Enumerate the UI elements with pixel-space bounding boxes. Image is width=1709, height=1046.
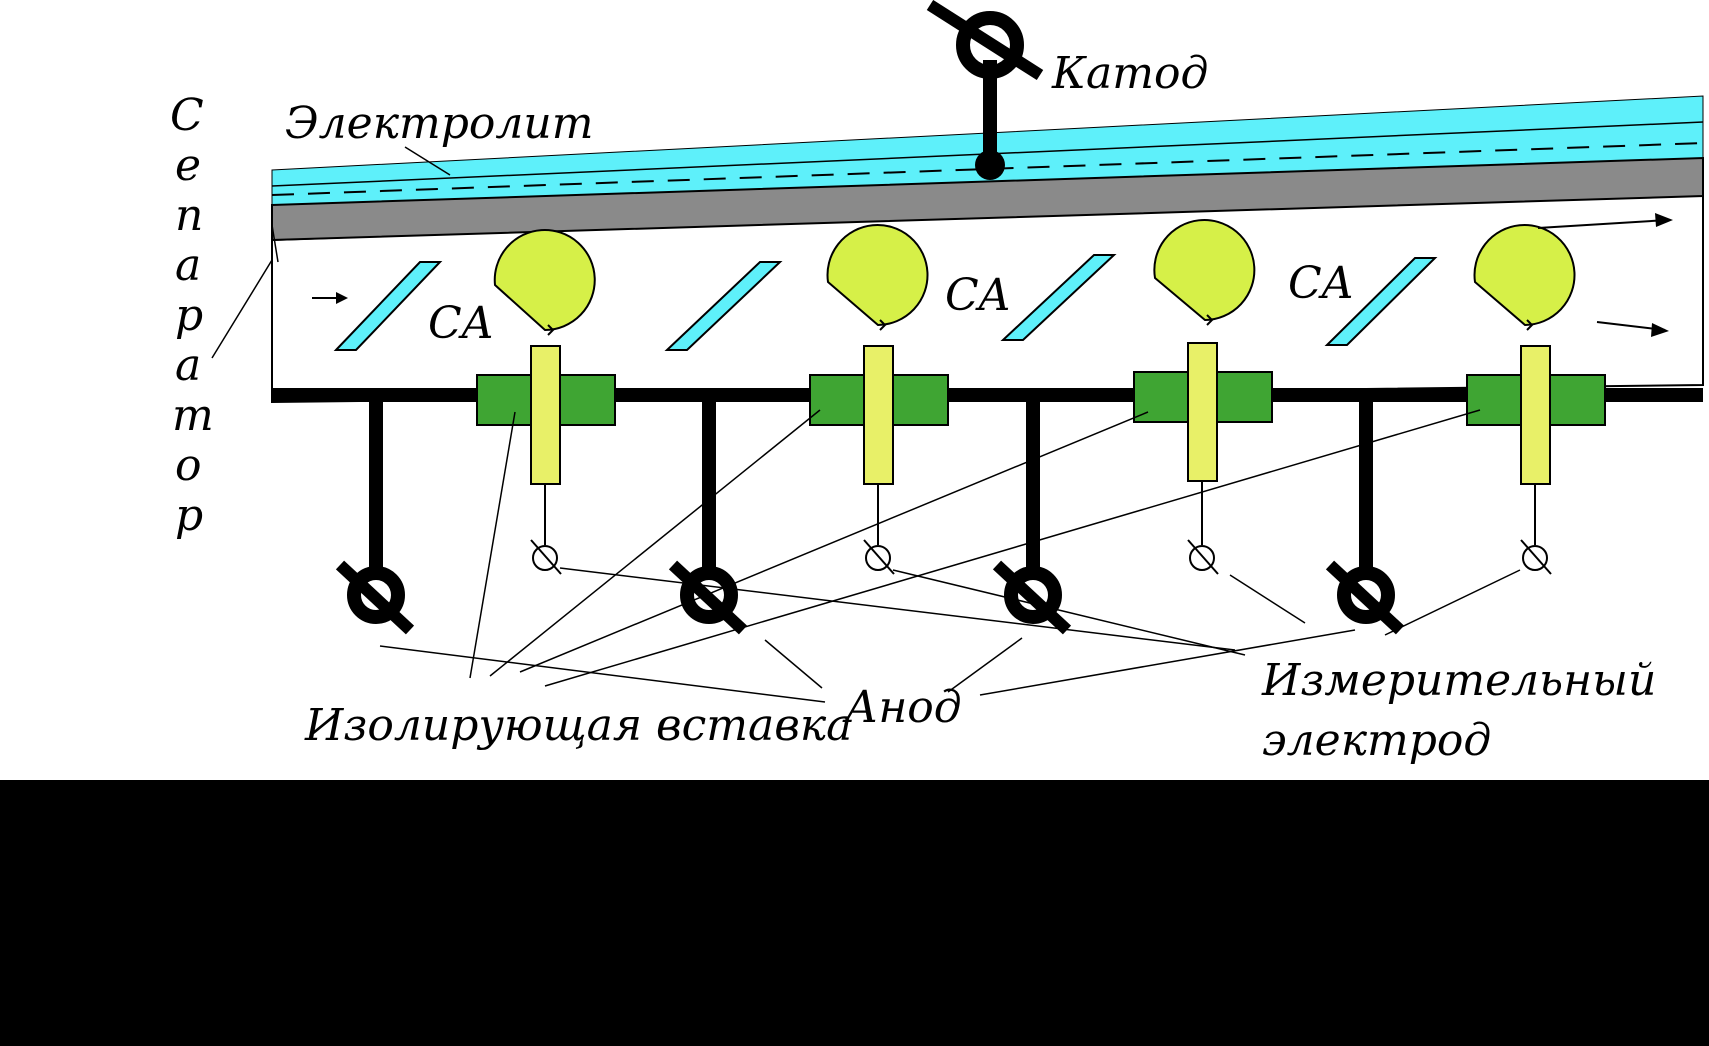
stage-3 xyxy=(992,342,1273,635)
separator-letter-1: С xyxy=(170,90,204,141)
bubble-3 xyxy=(1153,219,1256,322)
stage-2 xyxy=(668,345,949,635)
flow-arrows xyxy=(312,213,1673,337)
deflector-4 xyxy=(1324,257,1438,346)
separator-label: С е п а р а т о р xyxy=(170,90,214,541)
arrow-top-right xyxy=(1537,213,1673,229)
bubble-4 xyxy=(1473,224,1576,327)
separator-letter-7: т xyxy=(172,390,214,441)
measuring-electrode-label-2: электрод xyxy=(1262,715,1491,766)
bubble-1 xyxy=(493,229,596,332)
cathode-label: Катод xyxy=(1051,48,1208,99)
gas-bubbles xyxy=(493,219,1576,336)
separator-letter-9: р xyxy=(175,490,203,541)
ca-label-2: CA xyxy=(945,270,1010,321)
stage-4 xyxy=(1325,345,1606,635)
anode-terminal-2 xyxy=(680,566,738,624)
bubble-2 xyxy=(826,224,929,327)
separator-letter-2: е xyxy=(175,140,201,191)
anode-label: Анод xyxy=(842,682,962,733)
insulating-insert-label: Изолирующая вставка xyxy=(304,700,852,751)
anode-leg-2 xyxy=(702,395,716,575)
cathode-terminal xyxy=(926,0,1044,180)
anode-leg-1 xyxy=(369,395,383,575)
electrolyte-dashed-line xyxy=(271,142,1704,196)
probe-4 xyxy=(1520,345,1551,485)
separator-letter-3: п xyxy=(175,190,203,241)
stage-1 xyxy=(335,345,616,635)
separator-letter-4: а xyxy=(175,240,201,291)
ca-label-3: CA xyxy=(1288,258,1353,309)
deflectors xyxy=(333,254,1438,351)
separator-letter-5: р xyxy=(175,290,203,341)
probe-3 xyxy=(1187,342,1218,482)
anode-terminal-1 xyxy=(347,566,405,624)
probe-2 xyxy=(863,345,894,485)
probe-1 xyxy=(530,345,561,485)
anode-terminal-4 xyxy=(1337,566,1395,624)
deflector-1 xyxy=(333,261,443,351)
deflector-2 xyxy=(664,261,783,351)
separator-letter-6: а xyxy=(175,340,201,391)
anode-terminal-3 xyxy=(1004,566,1062,624)
separator-letter-8: о xyxy=(175,440,202,491)
leader-lines xyxy=(211,146,1521,703)
anode-leg-4 xyxy=(1359,395,1373,575)
arrow-inlet xyxy=(312,292,348,304)
arrow-outlet xyxy=(1596,321,1669,337)
anode-bus-bar xyxy=(272,388,1703,402)
electrolyte-label: Электролит xyxy=(285,98,593,149)
deflector-3 xyxy=(1000,254,1117,341)
measuring-electrode-label-1: Измерительный xyxy=(1261,655,1656,706)
anode-leg-3 xyxy=(1026,395,1040,575)
ca-label-1: CA xyxy=(428,298,493,349)
